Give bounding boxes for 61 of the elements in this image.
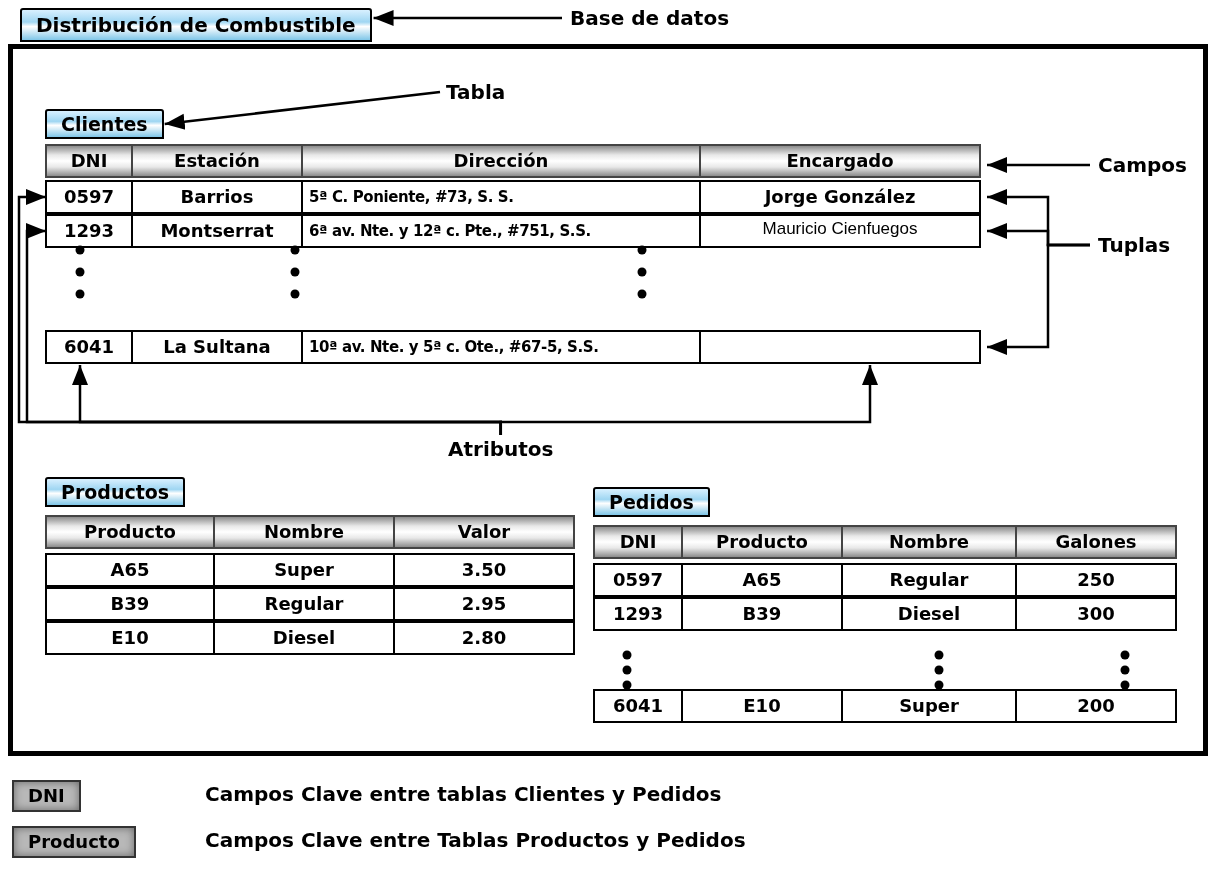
database-tab: Distribución de Combustible	[20, 8, 372, 42]
table-cell: 10ª av. Nte. y 5ª c. Ote., #67-5, S.S.	[301, 330, 701, 364]
table-cell: Montserrat	[131, 214, 303, 248]
legend-text: Campos Clave entre Tablas Productos y Pedidos	[205, 828, 746, 852]
table-cell: Mauricio Cienfuegos	[699, 214, 981, 248]
header-cell: Galones	[1015, 525, 1177, 559]
table-cell: 6ª av. Nte. y 12ª c. Pte., #751, S.S.	[301, 214, 701, 248]
arrow	[164, 90, 441, 130]
table-cell: Regular	[213, 587, 395, 621]
annotation-text: Tuplas	[1098, 233, 1171, 257]
header-cell: Encargado	[699, 144, 981, 178]
header-cell: Dirección	[301, 144, 701, 178]
arrow	[373, 10, 562, 26]
arrow	[987, 157, 1090, 173]
legend-text: Campos Clave entre tablas Clientes y Pedidos	[205, 782, 722, 806]
header-cell: Valor	[393, 515, 575, 549]
table-cell: E10	[681, 689, 843, 723]
table-cell: 2.95	[393, 587, 575, 621]
table-cell: 300	[1015, 597, 1177, 631]
header-cell: DNI	[593, 525, 683, 559]
table-cell: Barrios	[131, 180, 303, 214]
table-cell: 2.80	[393, 621, 575, 655]
annotation-text: Base de datos	[570, 6, 730, 30]
table-tab: Clientes	[45, 109, 164, 139]
table-cell: 250	[1015, 563, 1177, 597]
annotation-text: Campos	[1098, 153, 1187, 177]
header-cell: DNI	[45, 144, 133, 178]
table-cell: 200	[1015, 689, 1177, 723]
table-cell: A65	[681, 563, 843, 597]
table-cell: La Sultana	[131, 330, 303, 364]
table-cell: B39	[681, 597, 843, 631]
header-cell: Estación	[131, 144, 303, 178]
arrow	[499, 365, 878, 435]
key-swatch: Producto	[12, 826, 136, 858]
header-cell: Producto	[681, 525, 843, 559]
table-cell: Regular	[841, 563, 1017, 597]
annotation-text: Tabla	[446, 80, 506, 104]
table-tab: Productos	[45, 477, 186, 507]
annotation-text: Atributos	[448, 437, 554, 461]
table-cell: A65	[45, 553, 215, 587]
table-cell: 6041	[593, 689, 683, 723]
table-cell: Diesel	[213, 621, 395, 655]
table-cell: 3.50	[393, 553, 575, 587]
table-cell: Super	[213, 553, 395, 587]
table-cell: Jorge González	[699, 180, 981, 214]
table-tab: Pedidos	[593, 487, 710, 517]
header-cell: Producto	[45, 515, 215, 549]
key-swatch: DNI	[12, 780, 81, 812]
table-cell: E10	[45, 621, 215, 655]
table-cell: 6041	[45, 330, 133, 364]
table-cell: 1293	[45, 214, 133, 248]
table-cell: 5ª C. Poniente, #73, S. S.	[301, 180, 701, 214]
table-cell: 0597	[45, 180, 133, 214]
table-cell: 1293	[593, 597, 683, 631]
table-cell: Diesel	[841, 597, 1017, 631]
header-cell: Nombre	[213, 515, 395, 549]
arrow	[987, 243, 1090, 355]
header-cell: Nombre	[841, 525, 1017, 559]
table-cell: Super	[841, 689, 1017, 723]
table-cell: B39	[45, 587, 215, 621]
table-cell: 0597	[593, 563, 683, 597]
